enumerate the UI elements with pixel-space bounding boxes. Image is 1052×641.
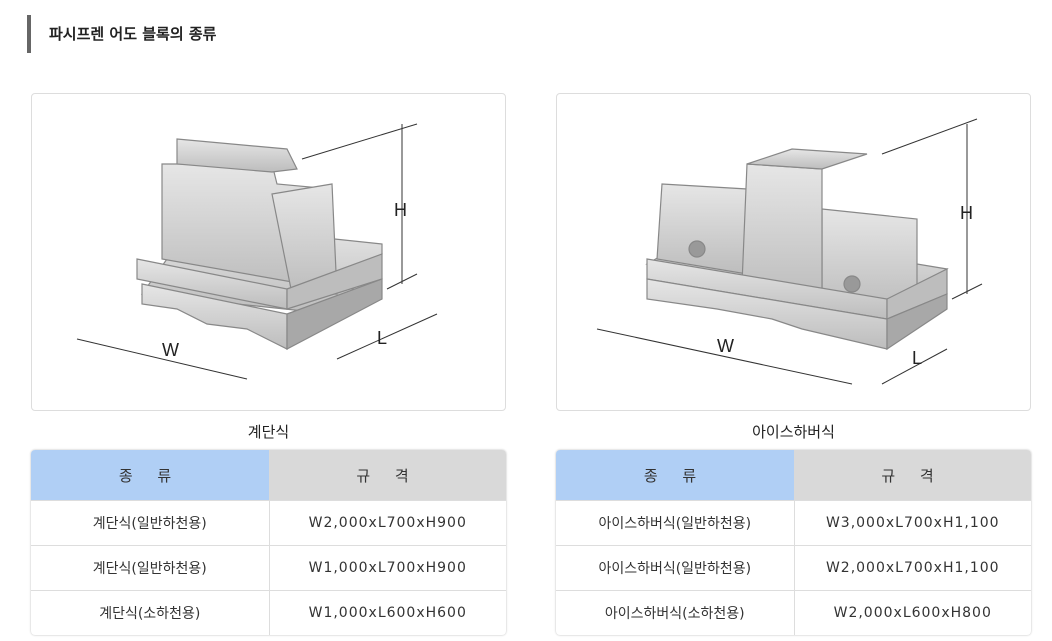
- length-label: L: [377, 328, 387, 348]
- page-title: 파시프렌 어도 블록의 종류: [27, 15, 216, 53]
- type-cell: 계단식(일반하천용): [31, 500, 269, 546]
- height-label: H: [960, 203, 973, 223]
- width-label: W: [717, 336, 734, 356]
- type-cell: 아이스하버식(일반하천용): [556, 545, 794, 591]
- table-row: 아이스하버식(일반하천용)W3,000xL700xH1,100: [556, 500, 1031, 546]
- header-type: 종 류: [31, 450, 269, 501]
- table-row: 계단식(일반하천용)W1,000xL700xH900: [31, 545, 506, 591]
- table-row: 계단식(소하천용)W1,000xL600xH600: [31, 590, 506, 635]
- ice-harbor-block-image: H W L: [556, 93, 1031, 411]
- table-row: 아이스하버식(소하천용)W2,000xL600xH800: [556, 590, 1031, 635]
- header-spec: 규 격: [269, 450, 506, 501]
- stepped-block-image: H W L: [31, 93, 506, 411]
- height-label: H: [394, 200, 407, 220]
- table-row: 아이스하버식(일반하천용)W2,000xL700xH1,100: [556, 545, 1031, 591]
- type-cell: 아이스하버식(소하천용): [556, 590, 794, 635]
- spec-cell: W2,000xL600xH800: [793, 590, 1031, 635]
- header-spec: 규 격: [794, 450, 1031, 501]
- type-cell: 아이스하버식(일반하천용): [556, 500, 794, 546]
- header-type: 종 류: [556, 450, 794, 501]
- type-cell: 계단식(소하천용): [31, 590, 269, 635]
- spec-cell: W2,000xL700xH900: [268, 500, 506, 546]
- length-label: L: [912, 348, 922, 368]
- spec-cell: W3,000xL700xH1,100: [793, 500, 1031, 546]
- spec-cell: W1,000xL600xH600: [268, 590, 506, 635]
- spec-cell: W1,000xL700xH900: [268, 545, 506, 591]
- stepped-caption: 계단식: [247, 423, 290, 441]
- spec-cell: W2,000xL700xH1,100: [793, 545, 1031, 591]
- width-label: W: [162, 340, 179, 360]
- table-row: 계단식(일반하천용)W2,000xL700xH900: [31, 500, 506, 546]
- ice-harbor-caption: 아이스하버식: [752, 423, 835, 441]
- type-cell: 계단식(일반하천용): [31, 545, 269, 591]
